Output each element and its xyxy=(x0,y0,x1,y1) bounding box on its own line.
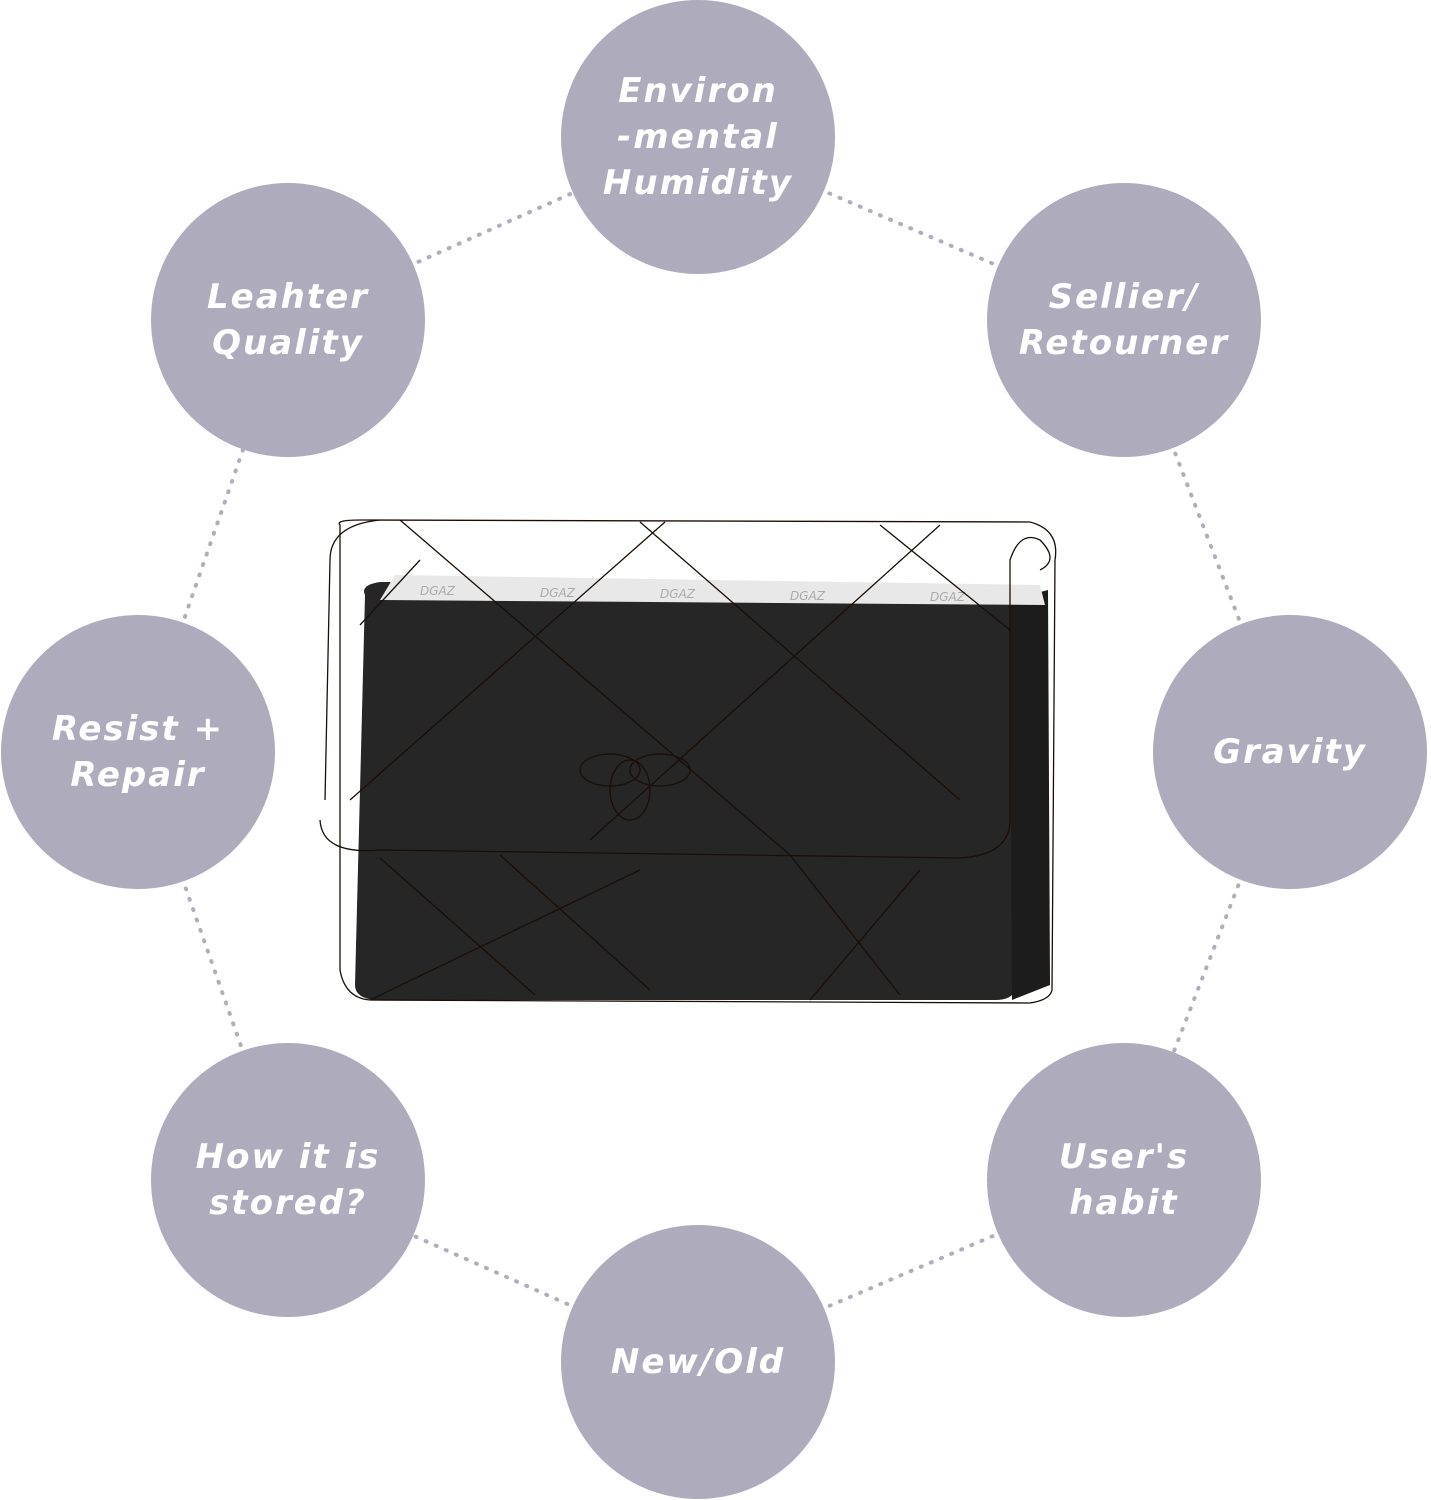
factor-label: Gravity xyxy=(1213,732,1367,772)
factor-circle-humidity: Environ -mental Humidity xyxy=(561,0,835,274)
factor-label: Leahter Quality xyxy=(207,277,369,363)
factor-circle-new-old: New/Old xyxy=(561,1225,835,1499)
factor-circle-resist: Resist + Repair xyxy=(1,615,275,889)
logo-text: DGAZ xyxy=(790,589,826,603)
factor-label: How it is stored? xyxy=(195,1137,381,1223)
logo-text: DGAZ xyxy=(540,586,576,600)
factor-label: User's habit xyxy=(1058,1137,1190,1223)
logo-text: DGAZ xyxy=(420,584,456,598)
factor-label: Sellier/ Retourner xyxy=(1018,277,1230,363)
pillow-logo: DGAZ DGAZ DGAZ DGAZ DGAZ xyxy=(420,584,966,604)
factor-circle-stored: How it is stored? xyxy=(151,1043,425,1317)
pillow-label-band xyxy=(380,575,1045,605)
factor-label: New/Old xyxy=(610,1342,786,1382)
factor-circle-leather: Leahter Quality xyxy=(151,183,425,457)
bag-outline xyxy=(319,519,1057,1004)
factor-circle-habit: User's habit xyxy=(987,1043,1261,1317)
factor-circle-sellier: Sellier/ Retourner xyxy=(987,183,1261,457)
factor-circle-gravity: Gravity xyxy=(1153,615,1427,889)
logo-text: DGAZ xyxy=(660,587,696,601)
logo-text: DGAZ xyxy=(930,590,966,604)
pillow-product-image: DGAZ DGAZ DGAZ DGAZ DGAZ xyxy=(319,519,1057,1004)
factor-label: Resist + Repair xyxy=(51,709,225,795)
factor-label: Environ -mental Humidity xyxy=(602,71,794,203)
